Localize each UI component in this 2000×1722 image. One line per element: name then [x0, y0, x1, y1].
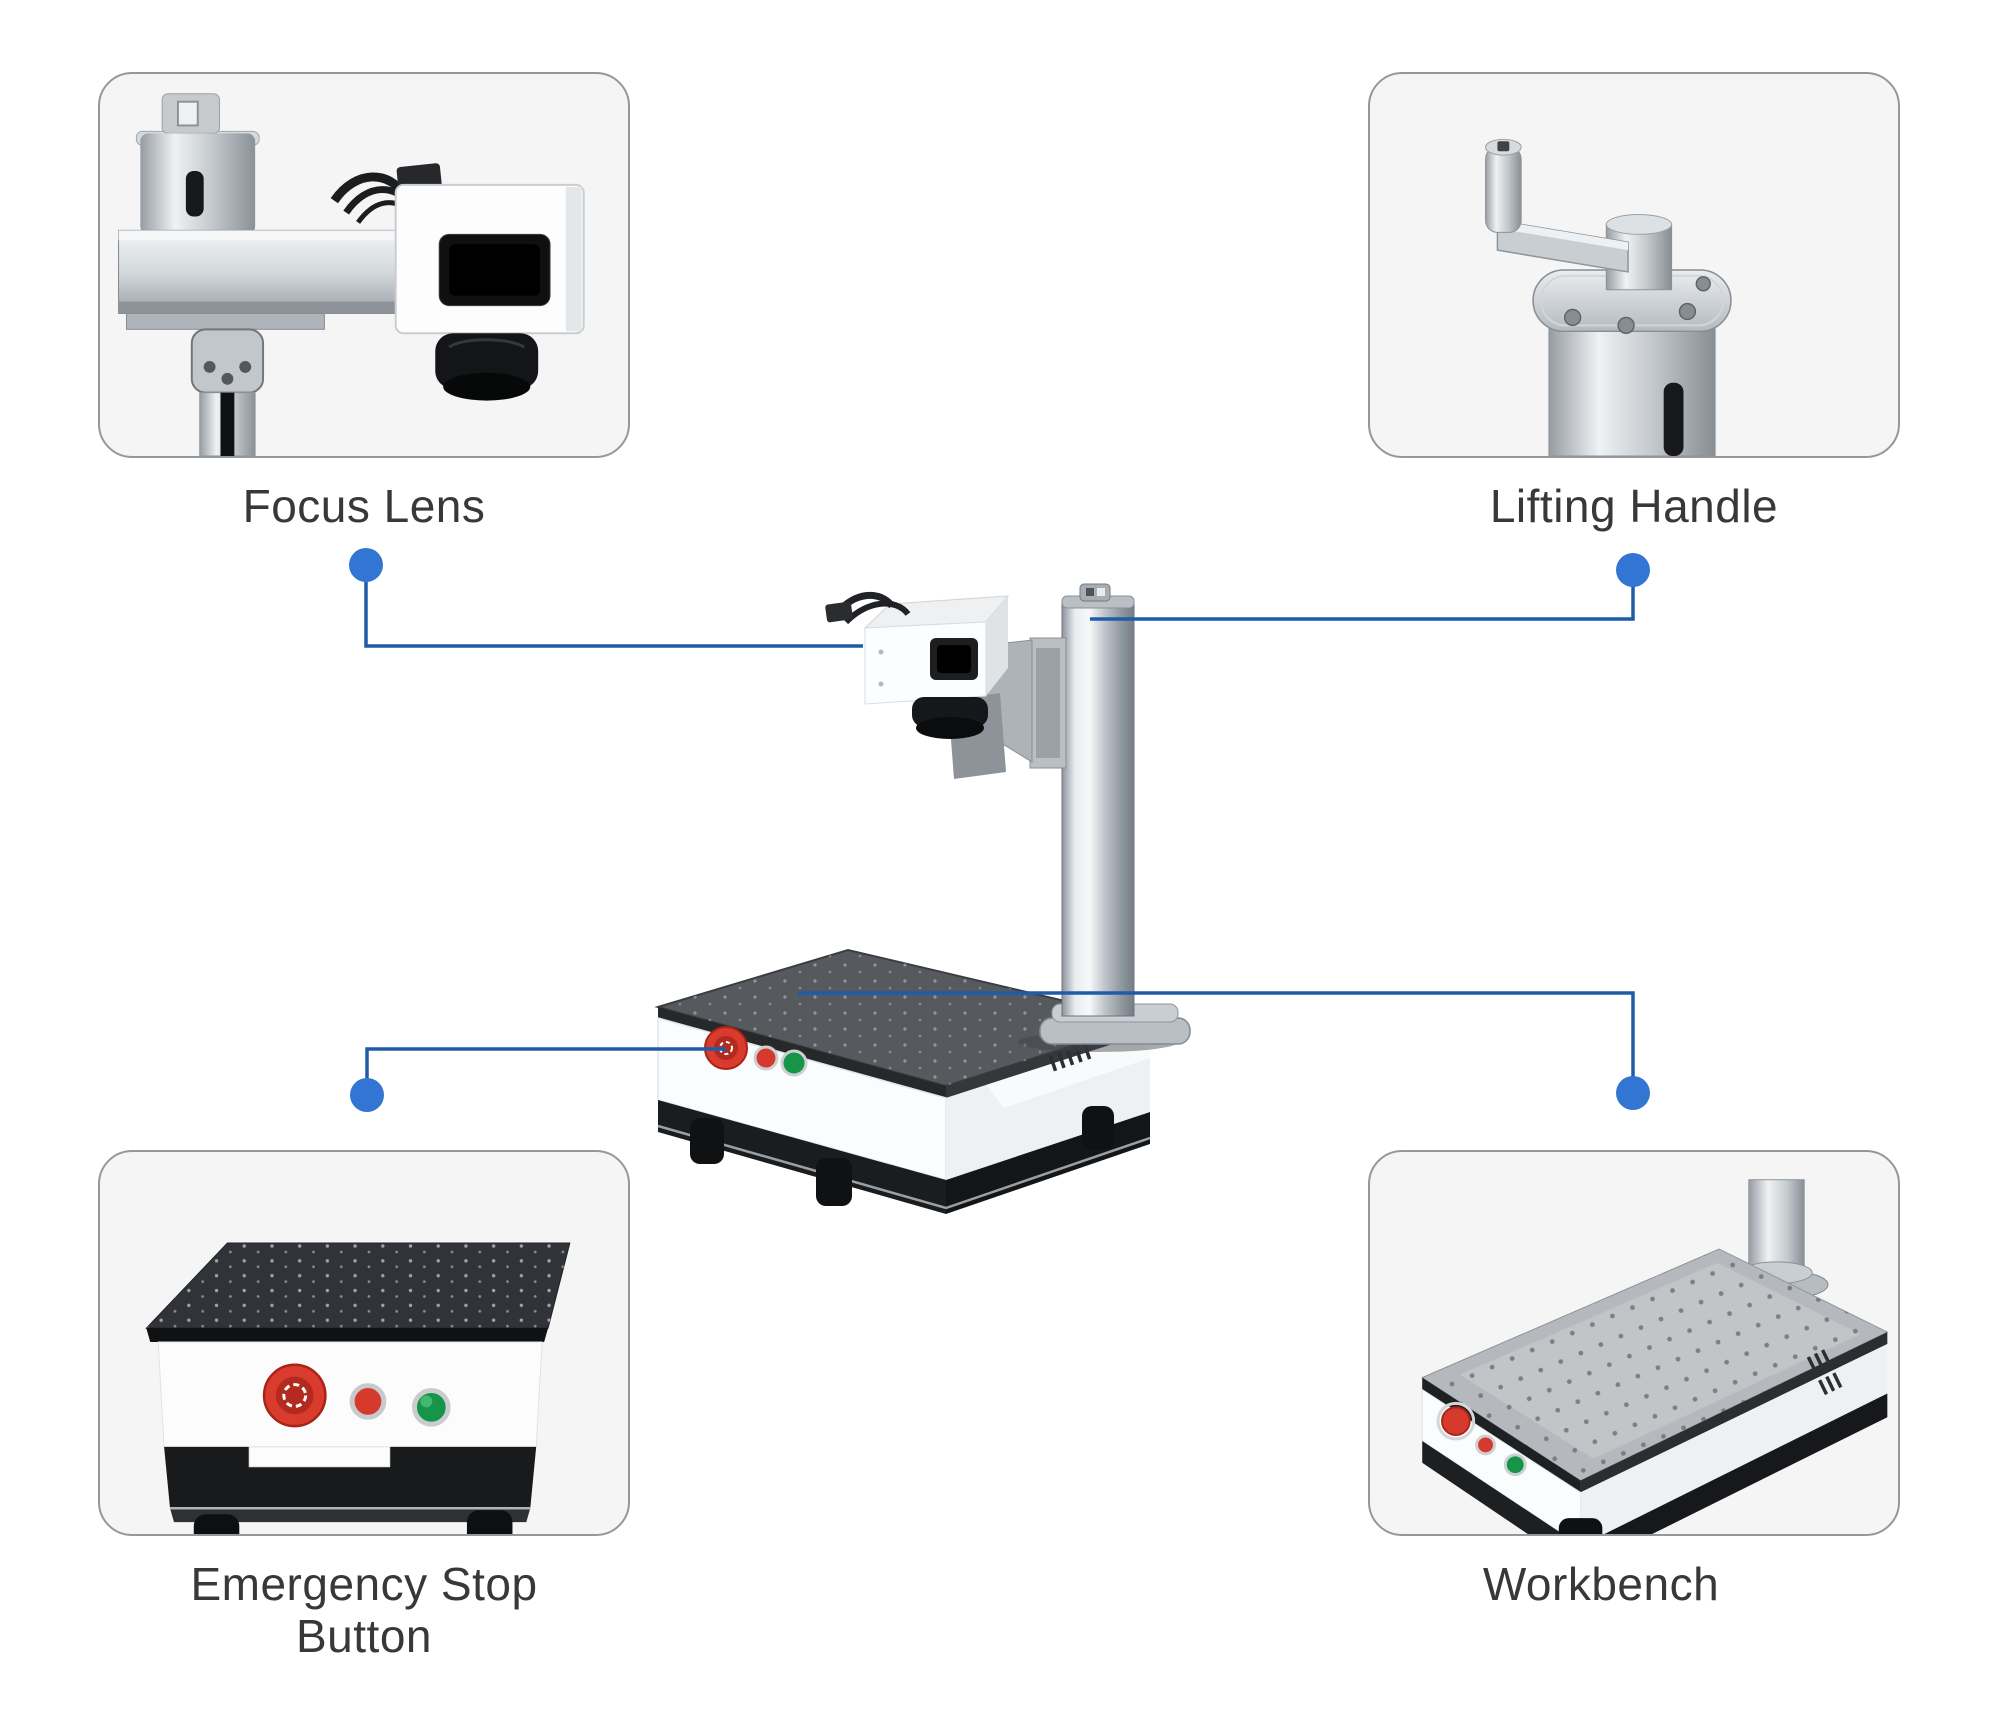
green-button [411, 1388, 451, 1427]
emergency-stop-glyph [282, 1383, 308, 1408]
crank-grip-bolt [1497, 141, 1510, 152]
base-face-right [1580, 1343, 1888, 1534]
estop-collar [1436, 1401, 1476, 1441]
lens-opening [443, 372, 531, 401]
lens-highlight [448, 338, 526, 349]
crank-grip [1485, 146, 1522, 233]
focus-lens-label: Focus Lens [242, 480, 486, 532]
base-skid [170, 1508, 531, 1523]
lifting-handle-photo [1485, 138, 1732, 456]
red-button [349, 1383, 387, 1420]
clamp-hole-2 [221, 372, 234, 385]
beam [118, 229, 422, 314]
emergency-stop-label-line1: Emergency Stop [190, 1558, 538, 1610]
green-button-highlight [420, 1395, 433, 1408]
machine-green-button [780, 1049, 808, 1077]
base-plate-texture [146, 1243, 570, 1329]
focus-lens-photo [118, 93, 585, 456]
base-front-face [157, 1341, 543, 1448]
beam-top-edge [118, 230, 422, 241]
pillar-knob-detail-light [1097, 588, 1105, 596]
crank-hub-top [1605, 214, 1673, 235]
pillar-handle-knob [1079, 583, 1111, 602]
plate-edge-right [1580, 1332, 1888, 1493]
clamp-hole-3 [239, 360, 252, 373]
connector-emergency-stop [350, 1047, 726, 1112]
galvo-window-inner [449, 244, 541, 296]
pillar-column [1061, 603, 1135, 1017]
connector-focus-lens [349, 548, 863, 648]
machine-skid-trim [657, 1124, 1151, 1210]
connector-line-focus-lens [364, 565, 863, 648]
machine-foot-front [816, 1158, 852, 1206]
connector-line-workbench [798, 991, 1635, 1093]
focus-lens-opening [916, 717, 984, 739]
focus-lens-panel [98, 72, 630, 458]
beam-bottom-edge [118, 301, 422, 314]
connector-dot-emergency-stop [350, 1078, 384, 1112]
connector-line-lifting-handle [1090, 570, 1635, 621]
machine-right-face-highlight [986, 1032, 1150, 1108]
lifting-handle-panel [1368, 72, 1900, 458]
machine-base-plate-texture [658, 950, 1150, 1086]
galvo-head-side-shade [565, 186, 582, 332]
laser-marking-machine-photo [654, 583, 1191, 1214]
vent-slots [1806, 1349, 1843, 1396]
connector-dot-lifting-handle [1616, 553, 1650, 587]
clamp-hole-1 [203, 360, 216, 373]
lower-rail-slot [220, 392, 235, 456]
connector-lifting-handle [1090, 553, 1650, 621]
connector-dot-workbench [1616, 1076, 1650, 1110]
post-slot [185, 170, 204, 217]
crank-arm-highlight [1497, 220, 1629, 251]
emergency-stop-label: Emergency Stop Button [98, 1558, 630, 1662]
workbench-panel [1368, 1150, 1900, 1536]
head-cable-connector [825, 601, 853, 623]
laser-head-screw-2 [878, 681, 884, 687]
base-face-step [248, 1446, 391, 1468]
laser-head-window-inner [937, 645, 971, 673]
machine-foot-right [1082, 1106, 1114, 1150]
pillar-knob-detail-dark [1086, 588, 1094, 596]
laser-head-screw-1 [878, 649, 884, 655]
red-button-small [1475, 1434, 1496, 1456]
workbench-photo [1421, 1179, 1889, 1534]
emergency-stop-center [275, 1376, 314, 1415]
machine-vent-slots [1048, 1043, 1092, 1072]
machine-lower-band-left [658, 1100, 946, 1214]
workbench-perforations [1422, 1248, 1888, 1481]
machine-emergency-stop-glyph [719, 1041, 733, 1055]
beam-under-rail [125, 312, 325, 330]
post-knob-notch [176, 100, 199, 127]
pillar-carriage-inner [1036, 648, 1060, 758]
emergency-stop-photo [145, 1242, 571, 1534]
machine-foot-left [690, 1118, 724, 1164]
base-foot-left [193, 1514, 240, 1534]
machine-button-cluster [704, 1026, 808, 1077]
base-foot-front [1558, 1518, 1603, 1534]
lifting-handle-label: Lifting Handle [1489, 480, 1779, 532]
laser-head [825, 591, 1010, 739]
plate-edge-left [1422, 1377, 1581, 1493]
connector-dot-focus-lens [349, 548, 383, 582]
connector-workbench [798, 991, 1650, 1110]
workbench-label: Workbench [1482, 1558, 1720, 1610]
estop-button-small [1441, 1406, 1471, 1437]
lens-barrel [435, 333, 539, 389]
laser-head-side-face [986, 596, 1008, 696]
base-foot-right [466, 1510, 513, 1534]
green-button-small [1503, 1453, 1527, 1477]
machine-red-button [753, 1045, 779, 1071]
emergency-stop-label-line2: Button [296, 1610, 432, 1662]
actuator-slot [1663, 382, 1684, 456]
base-plate-edge [146, 1328, 549, 1343]
cap-screws [1563, 276, 1711, 335]
emergency-stop-panel [98, 1150, 630, 1536]
